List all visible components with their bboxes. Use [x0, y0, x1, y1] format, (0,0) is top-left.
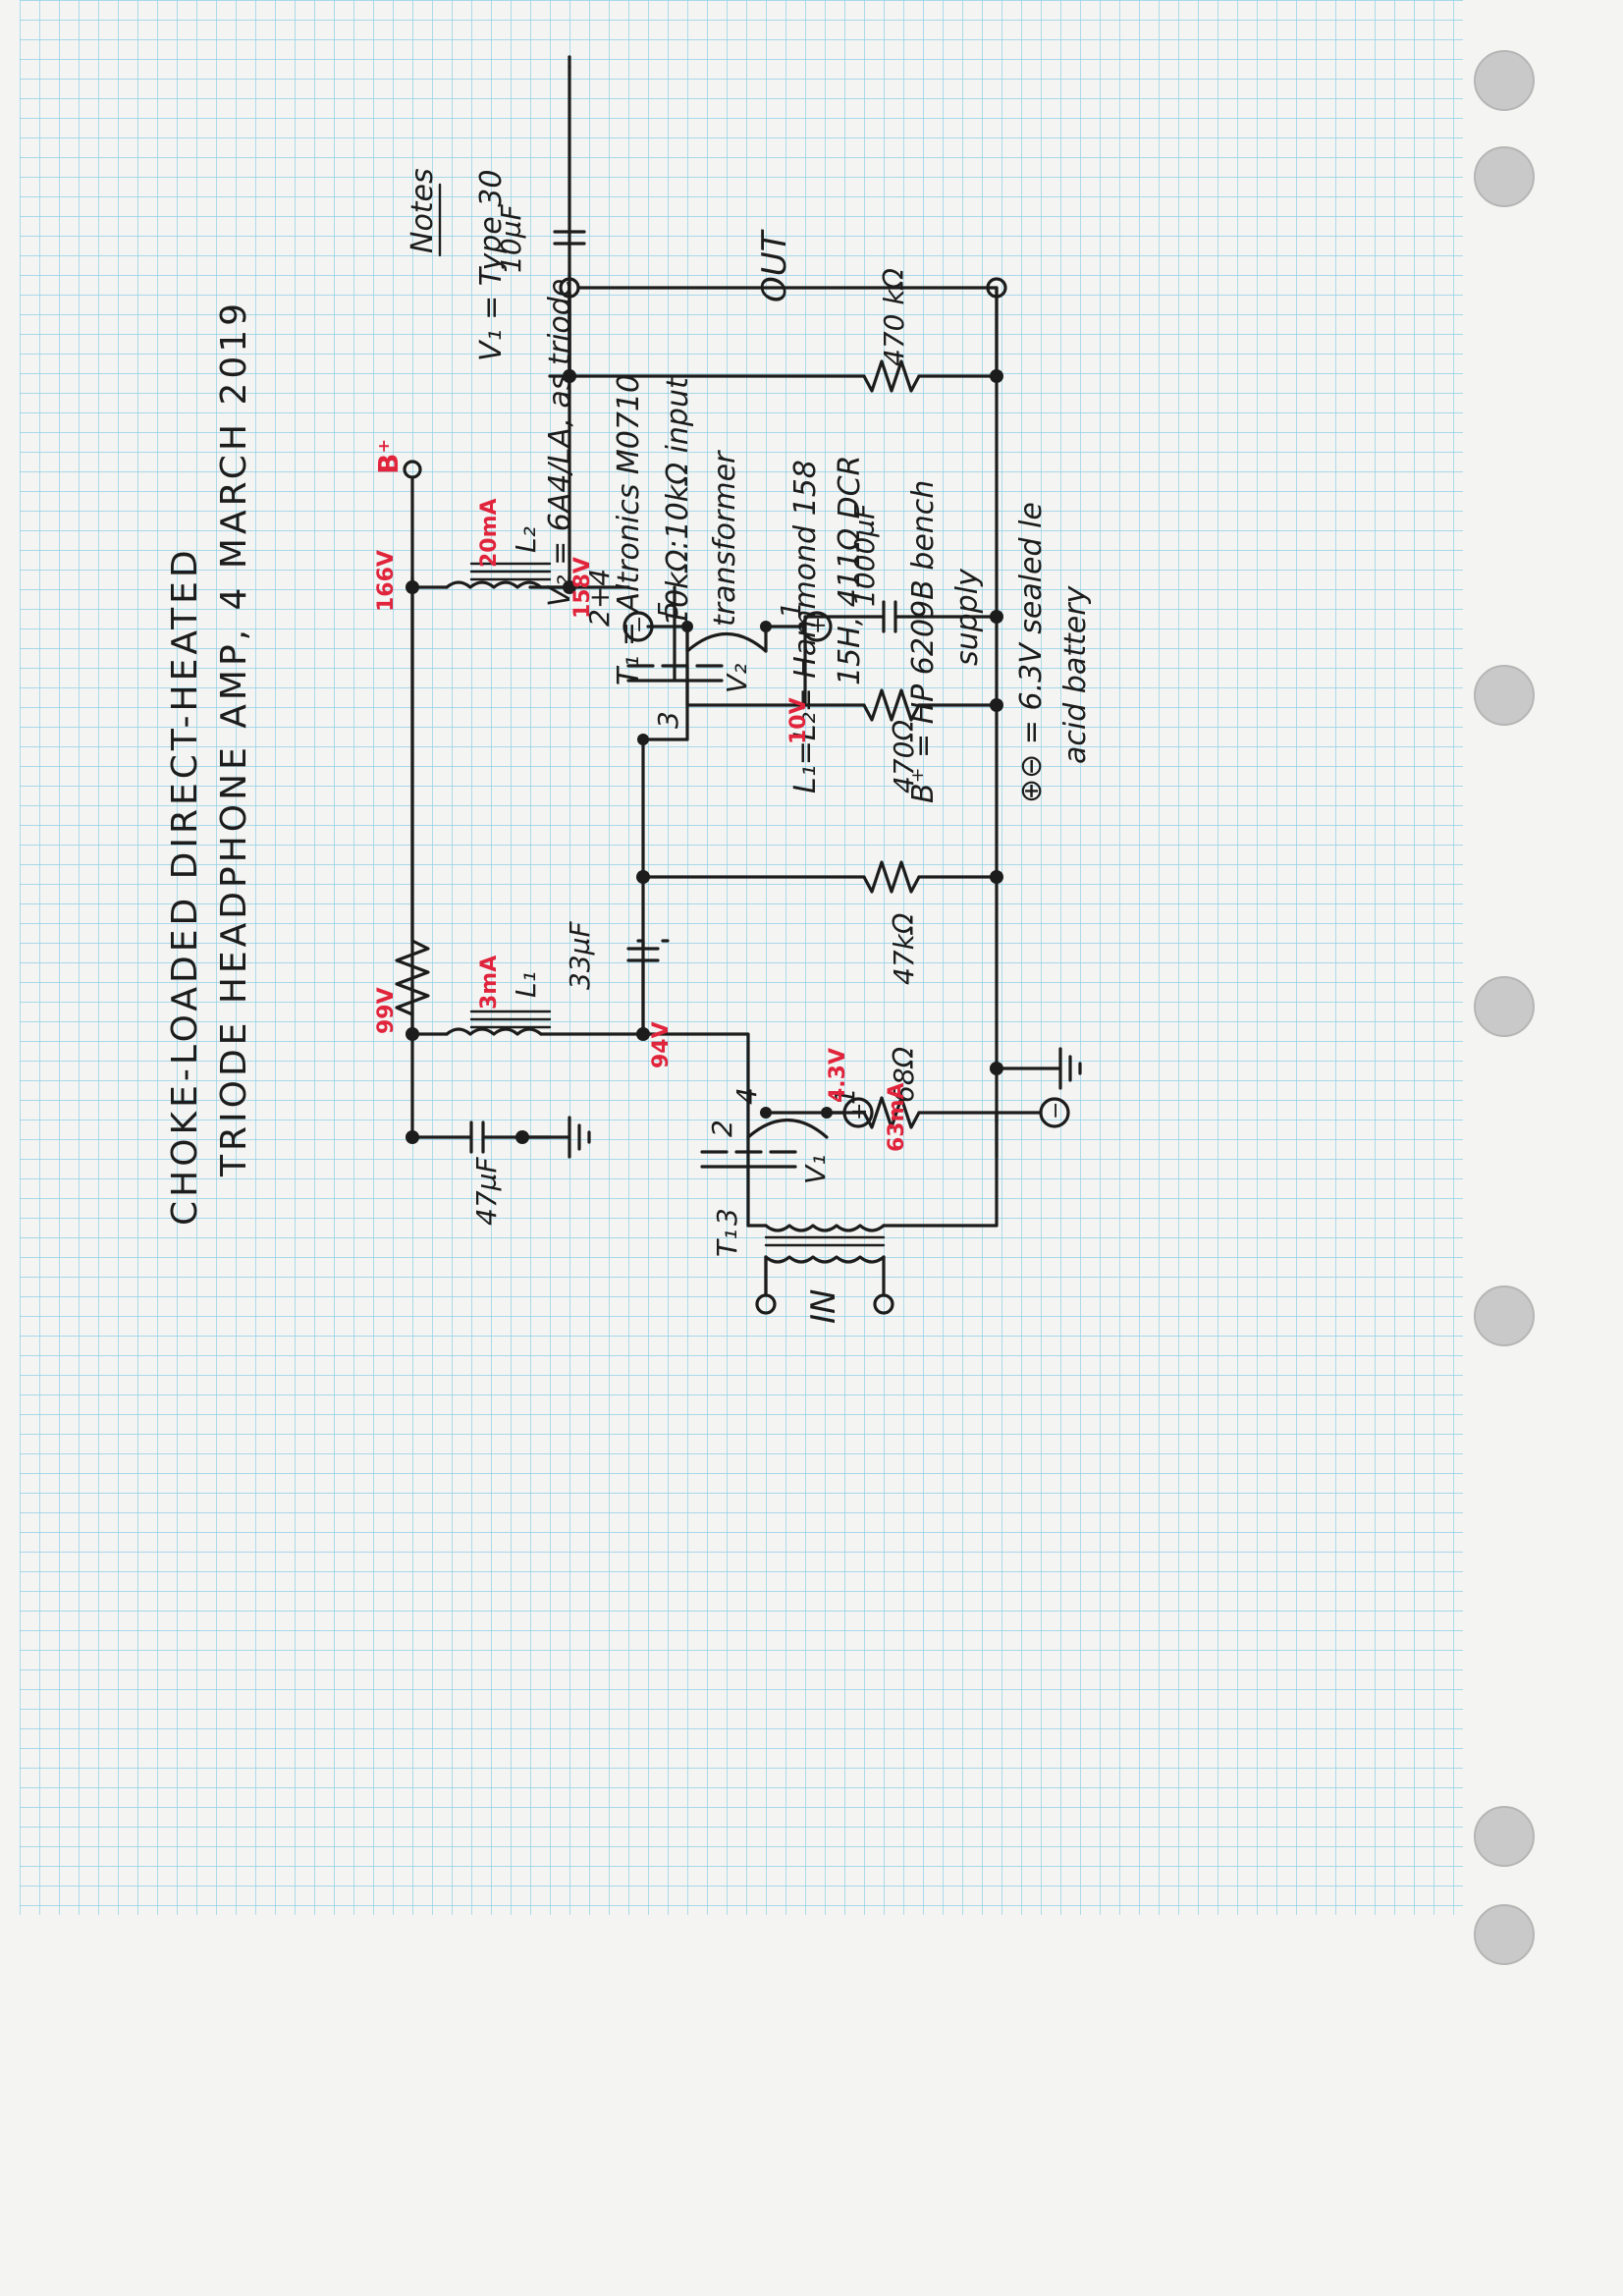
- note-bplus-line1: B⁺ = HP 6209B bench: [906, 480, 941, 803]
- capacitor-10uf: [553, 230, 586, 246]
- reading-10v: 10V: [786, 697, 811, 744]
- label-t1: T₁: [711, 1230, 743, 1257]
- resistor-470k: [862, 359, 921, 393]
- note-battery-line2: acid battery: [1058, 584, 1093, 764]
- note-t1-line2: 10kΩ:10kΩ input: [661, 376, 695, 627]
- label-68: 68Ω: [888, 1046, 920, 1103]
- binder-holes: [1474, 50, 1535, 1965]
- label-v2: V₂: [721, 664, 753, 693]
- binder-hole-icon: [1474, 976, 1535, 1037]
- label-out: OUT: [755, 229, 794, 302]
- choke-l1-core: [469, 1010, 552, 1029]
- v2-plus-sign: +: [806, 617, 831, 634]
- reading-166v: 166V: [374, 550, 399, 612]
- in-terminal-top: [755, 1293, 777, 1315]
- note-v2: V₂ = 6A4/LA, as triode: [543, 279, 577, 607]
- binder-hole-icon: [1474, 1806, 1535, 1867]
- v2-pin-3: 3: [652, 711, 684, 729]
- choke-l2-core: [469, 562, 552, 581]
- resistor-68: [862, 1096, 921, 1129]
- label-10uf: 10µF: [495, 204, 527, 273]
- reading-158v: 158V: [570, 557, 595, 619]
- notes-heading: Notes: [406, 168, 440, 253]
- reading-94v: 94V: [649, 1021, 674, 1068]
- schematic-diagram: B⁺ 47µF L₁ 3mA 33µF: [372, 55, 1082, 1324]
- reading-99v: 99V: [374, 987, 399, 1034]
- v2-filament: [685, 631, 768, 653]
- v2-minus-sign: −: [627, 616, 652, 633]
- note-battery-line1: ⊕⊖ = 6.3V sealed le: [1014, 502, 1049, 803]
- label-470k: 470 kΩ: [878, 267, 910, 366]
- capacitor-33uf: [626, 875, 660, 1036]
- v2-battery-minus-terminal: [622, 611, 654, 642]
- transformer-t1-primary: [764, 1255, 886, 1264]
- title-line-2: TRIODE HEADPHONE AMP, 4 MARCH 2019: [214, 300, 254, 1177]
- label-l1: L₁: [510, 971, 542, 998]
- transformer-t1-core: [764, 1235, 886, 1247]
- ground-symbol-icon: [520, 1116, 591, 1159]
- binder-hole-icon: [1474, 1904, 1535, 1965]
- transformer-t1-secondary: [764, 1224, 886, 1232]
- label-33uf: 33µF: [564, 921, 596, 990]
- reading-3ma: 3mA: [477, 956, 502, 1010]
- v2-pin-2plus4: 2+4: [583, 569, 616, 627]
- resistor-27k: [395, 939, 430, 1016]
- bplus-terminal: [403, 460, 422, 479]
- schematic-sheet: CHOKE-LOADED DIRECT-HEATED TRIODE HEADPH…: [165, 55, 1093, 1324]
- v1-battery-minus-terminal: [1039, 1097, 1070, 1128]
- reading-4-3v: 4.3V: [826, 1048, 850, 1103]
- in-terminal-bottom: [873, 1293, 894, 1315]
- notes-panel: Notes V₁ = Type 30 V₂ = 6A4/LA, as triod…: [406, 168, 1093, 803]
- note-t1-line3: transformer: [708, 450, 742, 627]
- title-line-1: CHOKE-LOADED DIRECT-HEATED: [165, 546, 205, 1226]
- v1-minus-sign: −: [1044, 1102, 1068, 1120]
- v2-battery-plus-terminal: [801, 611, 833, 642]
- note-t1-line1: T₁ = Altronics M0710: [612, 374, 646, 685]
- reading-20ma: 20mA: [477, 498, 502, 568]
- label-470: 470Ω: [888, 720, 920, 793]
- resistor-47k: [862, 860, 921, 894]
- ground-symbol-icon: [995, 1047, 1082, 1090]
- label-l2: L₂: [510, 526, 542, 553]
- v1-pin-4: 4: [730, 1087, 763, 1105]
- binder-hole-icon: [1474, 665, 1535, 726]
- bplus-label: B⁺: [372, 439, 405, 474]
- choke-l2: [445, 580, 543, 589]
- v1-pin-3: 3: [711, 1208, 743, 1226]
- label-v1: V₁: [799, 1155, 832, 1184]
- v1-filament: [746, 1118, 829, 1139]
- v2-pin-5: 5: [652, 601, 684, 619]
- choke-l1: [445, 1027, 543, 1036]
- note-v1: V₁ = Type 30: [474, 170, 509, 361]
- label-47uf: 47µF: [470, 1157, 503, 1226]
- label-1000uf: 1000µF: [848, 503, 881, 607]
- resistor-470: [862, 688, 921, 722]
- graph-grid: [20, 0, 1463, 1915]
- v1-pin-2: 2: [706, 1120, 738, 1137]
- binder-hole-icon: [1474, 146, 1535, 207]
- label-47k: 47kΩ: [888, 912, 920, 985]
- label-in: IN: [804, 1289, 843, 1324]
- binder-hole-icon: [1474, 50, 1535, 111]
- reading-63ma: 63mA: [885, 1082, 909, 1152]
- binder-hole-icon: [1474, 1285, 1535, 1346]
- v2-pin-1: 1: [775, 601, 807, 619]
- note-l1l2-line2: 15H, 411Ω DCR: [833, 456, 867, 685]
